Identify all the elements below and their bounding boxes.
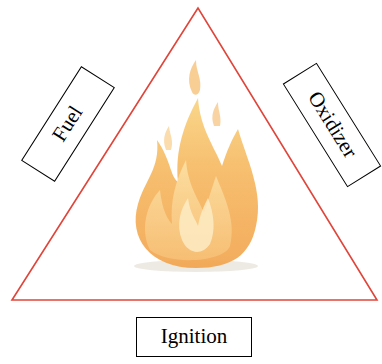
flame-wisp bbox=[189, 60, 200, 95]
flame-wisp bbox=[212, 102, 220, 126]
node-label: Oxidizer bbox=[303, 88, 362, 163]
node-label: Ignition bbox=[161, 325, 228, 348]
flame-core bbox=[179, 198, 214, 252]
label-box: Fuel bbox=[21, 66, 115, 182]
fire-triangle bbox=[12, 8, 377, 300]
flame-outer bbox=[136, 98, 258, 268]
node-label: Fuel bbox=[48, 102, 88, 146]
flame-inner bbox=[145, 160, 232, 260]
flame-wisp bbox=[164, 126, 172, 150]
label-box: Ignition bbox=[136, 317, 252, 357]
label-box: Oxidizer bbox=[283, 63, 382, 188]
